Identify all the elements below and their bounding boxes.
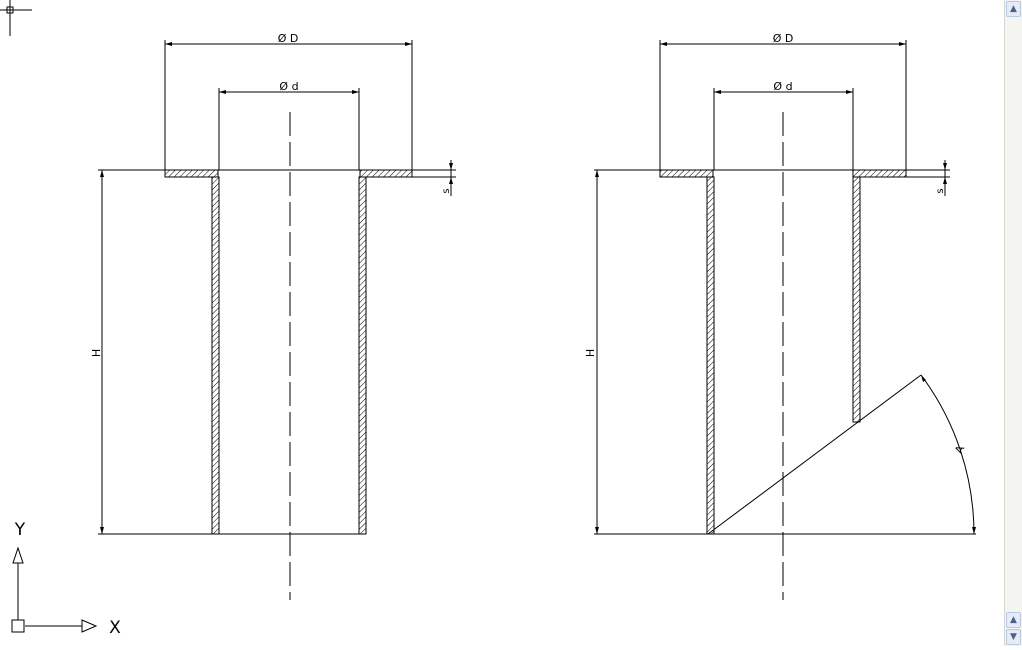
scroll-track[interactable] (1006, 18, 1021, 610)
scroll-page-button[interactable]: ▲ (1006, 612, 1021, 628)
drawing-canvas[interactable]: Ø D Ø d H s (0, 0, 1004, 646)
height-label: H (90, 349, 103, 357)
thickness-label: s (935, 188, 946, 193)
outer-diameter-label: Ø D (278, 32, 299, 45)
scroll-up-button[interactable]: ▲ (1006, 1, 1021, 17)
crosshair-cursor (0, 0, 32, 36)
outer-diameter-label: Ø D (773, 32, 794, 45)
vertical-scrollbar[interactable]: ▲ ▲ ▼ (1004, 0, 1022, 646)
thickness-label: s (441, 188, 452, 193)
chevron-up-icon: ▲ (1010, 615, 1017, 625)
ucs-x-label: X (109, 618, 121, 638)
angle-label: A (952, 443, 967, 456)
chevron-down-icon: ▼ (1010, 632, 1017, 642)
right-view: Ø D Ø d H s A (584, 32, 976, 600)
inner-diameter-label: Ø d (279, 80, 298, 93)
left-view: Ø D Ø d H s (90, 32, 456, 600)
chevron-up-icon: ▲ (1010, 4, 1017, 14)
ucs-icon (11, 546, 98, 633)
height-label: H (584, 349, 597, 357)
ucs-y-label: Y (14, 520, 26, 540)
inner-diameter-label: Ø d (773, 80, 792, 93)
scroll-down-button[interactable]: ▼ (1006, 629, 1021, 645)
